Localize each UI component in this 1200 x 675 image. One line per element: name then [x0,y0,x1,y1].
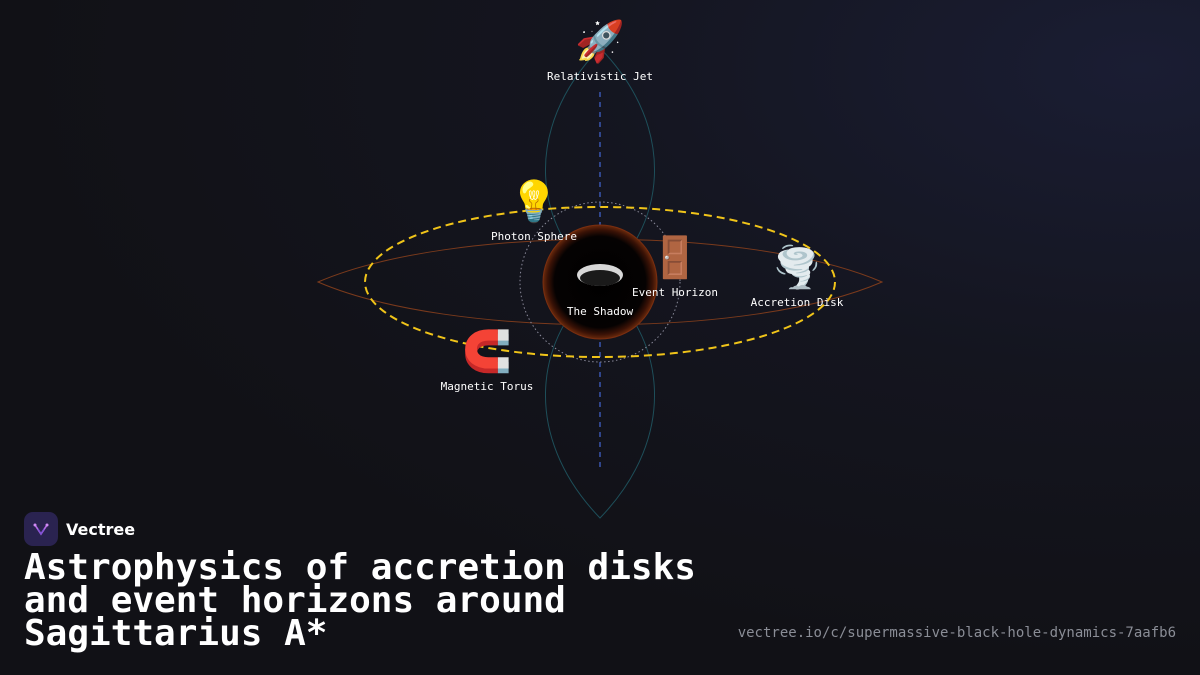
rocket-icon: 🚀 [575,19,625,65]
magnet-icon: 🧲 [462,329,512,375]
node-relativistic-jet: 🚀 Relativistic Jet [547,20,653,83]
photon-sphere-label: Photon Sphere [490,230,578,243]
magnetic-torus-ring [519,201,681,363]
tornado-icon: 🌪️ [772,245,822,291]
vectree-logo-icon [24,512,58,546]
lightbulb-icon: 💡 [509,179,559,225]
photon-sphere-ring [364,206,836,358]
shadow-label: The Shadow [566,305,634,318]
relativistic-jet-label: Relativistic Jet [547,70,653,83]
accretion-disk-outline [316,238,884,326]
node-event-horizon: 🚪 Event Horizon [632,236,718,299]
event-horizon-label: Event Horizon [631,286,719,299]
node-magnetic-torus: 🧲 Magnetic Torus [441,330,534,393]
page-url[interactable]: vectree.io/c/supermassive-black-hole-dyn… [737,625,1176,641]
accretion-disk-label: Accretion Disk [750,296,844,309]
node-accretion-disk: 🌪️ Accretion Disk [751,246,844,309]
node-photon-sphere: 💡 Photon Sphere [491,180,577,243]
door-icon: 🚪 [650,235,700,281]
page-title: Astrophysics of accretion disks and even… [24,547,696,654]
inner-hole-core [580,270,620,286]
magnetic-torus-label: Magnetic Torus [440,380,534,393]
brand-name: Vectree [66,519,136,539]
brand[interactable]: Vectree [24,512,135,546]
